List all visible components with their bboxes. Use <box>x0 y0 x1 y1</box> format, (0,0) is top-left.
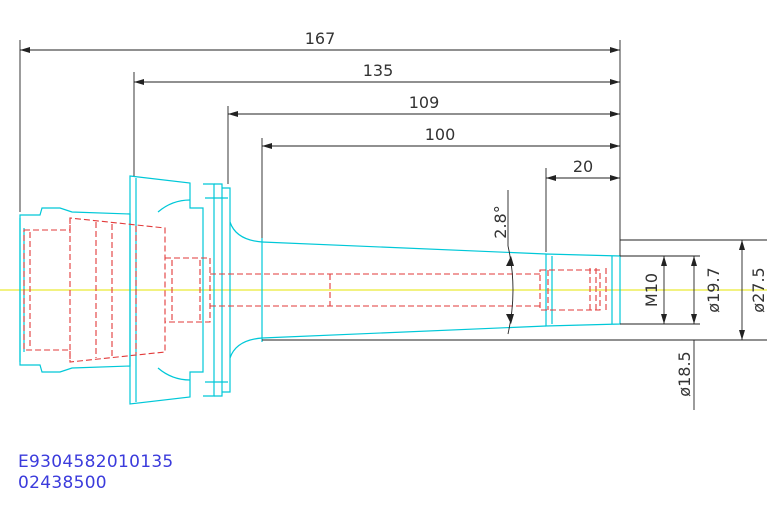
dim-taper-length: 100 <box>425 125 456 144</box>
dim-taper-angle: 2.8° <box>491 205 510 238</box>
dim-max-diameter: ø27.5 <box>749 267 767 312</box>
dim-collar-to-tip: 109 <box>409 93 440 112</box>
dim-flange-to-tip: 135 <box>363 61 394 80</box>
dim-overall-length: 167 <box>305 29 336 48</box>
hidden-lines <box>23 217 607 363</box>
dim-neck-diameter: ø18.5 <box>675 351 694 396</box>
article-number: E9304582010135 <box>18 452 174 472</box>
dim-nose-diameter: ø19.7 <box>704 267 723 312</box>
order-code: 02438500 <box>18 473 107 493</box>
dimension-arrows <box>20 47 745 340</box>
dim-thread: M10 <box>642 273 661 307</box>
dimension-lines <box>19 40 767 410</box>
dim-nose-length: 20 <box>573 157 593 176</box>
